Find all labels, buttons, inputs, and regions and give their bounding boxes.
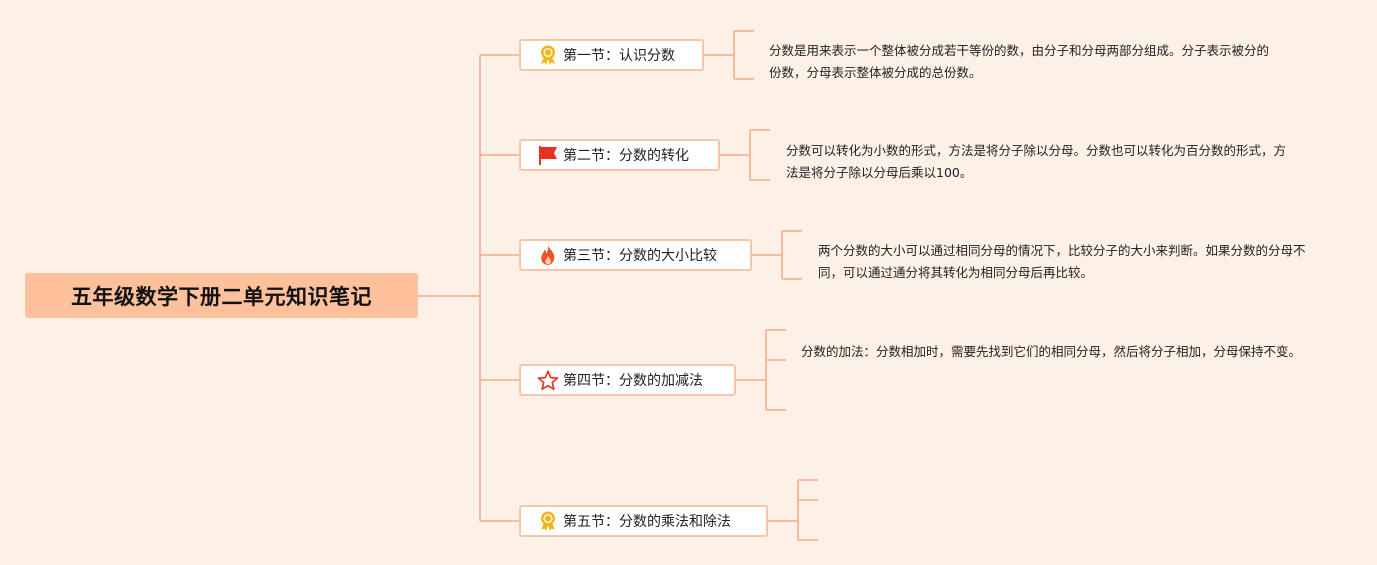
section-4-label: 第四节：分数的加减法 xyxy=(563,373,703,389)
section-2-node[interactable]: 第二节：分数的转化 xyxy=(519,139,720,171)
section-5-node[interactable]: 第五节：分数的乘法和除法 xyxy=(519,505,768,537)
fire-icon xyxy=(537,244,559,266)
award-medal-icon xyxy=(537,510,559,532)
section-2-label: 第二节：分数的转化 xyxy=(563,148,689,164)
section-3-note: 两个分数的大小可以通过相同分母的情况下，比较分子的大小来判断。如果分数的分母不同… xyxy=(818,243,1306,280)
section-3-node[interactable]: 第三节：分数的大小比较 xyxy=(519,239,752,271)
section-1-node[interactable]: 第一节：认识分数 xyxy=(519,39,704,71)
award-medal-icon xyxy=(537,44,559,66)
section-2-note: 分数可以转化为小数的形式，方法是将分子除以分母。分数也可以转化为百分数的形式，方… xyxy=(786,143,1287,180)
root-topic[interactable]: 五年级数学下册二单元知识笔记 xyxy=(25,273,418,318)
section-4-node[interactable]: 第四节：分数的加减法 xyxy=(519,364,736,396)
section-5-label: 第五节：分数的乘法和除法 xyxy=(563,514,731,530)
section-1-label: 第一节：认识分数 xyxy=(563,48,675,64)
section-1-note: 分数是用来表示一个整体被分成若干等份的数，由分子和分母两部分组成。分子表示被分的… xyxy=(769,43,1270,80)
red-flag-icon xyxy=(537,144,559,166)
star-outline-icon xyxy=(537,369,559,391)
section-4-note: 分数的加法：分数相加时，需要先找到它们的相同分母，然后将分子相加，分母保持不变。 xyxy=(801,344,1302,359)
section-3-label: 第三节：分数的大小比较 xyxy=(563,248,717,264)
